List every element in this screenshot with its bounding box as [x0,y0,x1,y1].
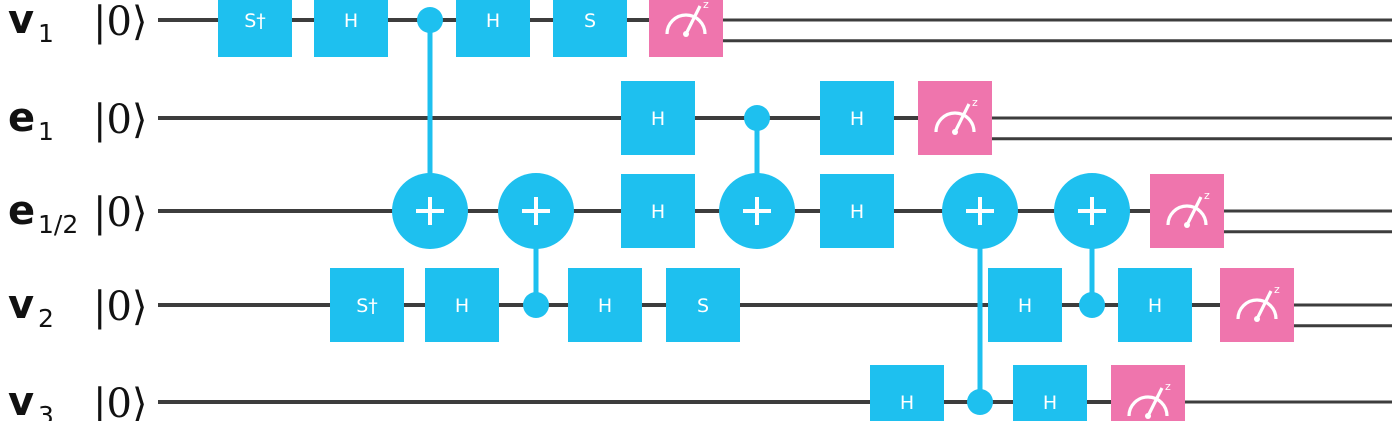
measurement-gate: z [1150,174,1224,248]
cnot-gate [392,7,468,249]
gate-label: S† [356,295,378,317]
meter-icon [1127,387,1169,419]
gate-label: H [850,201,864,223]
s-dagger-gate: S† [330,268,404,342]
hadamard-gate: H [568,268,642,342]
measure-basis: z [1165,380,1171,393]
gate-label: H [598,295,612,317]
control-dot [744,105,770,131]
measure-basis: z [1274,283,1280,296]
s-dagger-gate: S† [218,0,292,57]
meter-icon [1236,290,1278,322]
meter-icon [934,103,976,135]
hadamard-gate: H [314,0,388,57]
gate-label: H [344,10,358,32]
qubit-subscript: 1 [38,19,54,48]
gate-label: H [651,108,665,130]
s-gate: S [666,268,740,342]
meter-icon [1166,196,1208,228]
qubit-name: v [8,379,34,421]
initial-state: |0⟩ [93,0,148,45]
hadamard-gate: H [621,81,695,155]
control-dot [967,389,993,415]
hadamard-gate: H [820,81,894,155]
measure-basis: z [972,96,978,109]
measurement-gate: z [649,0,723,57]
qubit-name: v [8,282,34,328]
cnot-gate [1054,173,1130,318]
hadamard-gate: H [456,0,530,57]
measure-basis: z [1204,189,1210,202]
cnot-gate [942,173,1018,415]
gate-label: H [1018,295,1032,317]
qubit-subscript: 2 [38,304,54,333]
qubit-name: e [8,95,35,141]
hadamard-gate: H [870,365,944,421]
measurement-gate: z [918,81,992,155]
gate-label: H [850,108,864,130]
measurement-gate: z [1220,268,1294,342]
control-dot [417,7,443,33]
gate-label: H [486,10,500,32]
target-oplus [942,173,1018,249]
cnot-gate [498,173,574,318]
initial-state: |0⟩ [93,190,148,236]
qubit-subscript: 1/2 [38,210,78,239]
qubit-name: e [8,188,35,234]
target-oplus [498,173,574,249]
gate-label: H [1043,392,1057,414]
gate-label: S [697,295,709,317]
gate-label: S† [244,10,266,32]
cnot-gate [719,105,795,249]
hadamard-gate: H [988,268,1062,342]
gate-label: H [1148,295,1162,317]
gate-label: H [900,392,914,414]
initial-state: |0⟩ [93,284,148,330]
qubit-name: v [8,0,34,43]
control-dot [1079,292,1105,318]
hadamard-gate: H [1013,365,1087,421]
gate-label: S [584,10,596,32]
s-gate: S [553,0,627,57]
target-oplus [392,173,468,249]
initial-state: |0⟩ [93,381,148,421]
initial-state: |0⟩ [93,97,148,143]
target-oplus [1054,173,1130,249]
hadamard-gate: H [1118,268,1192,342]
measure-basis: z [703,0,709,11]
hadamard-gate: H [621,174,695,248]
qubit-subscript: 3 [38,401,54,421]
hadamard-gate: H [425,268,499,342]
measurement-gate: z [1111,365,1185,421]
target-oplus [719,173,795,249]
hadamard-gate: H [820,174,894,248]
gate-label: H [651,201,665,223]
control-dot [523,292,549,318]
meter-icon [665,5,707,37]
qubit-subscript: 1 [38,117,54,146]
gate-label: H [455,295,469,317]
